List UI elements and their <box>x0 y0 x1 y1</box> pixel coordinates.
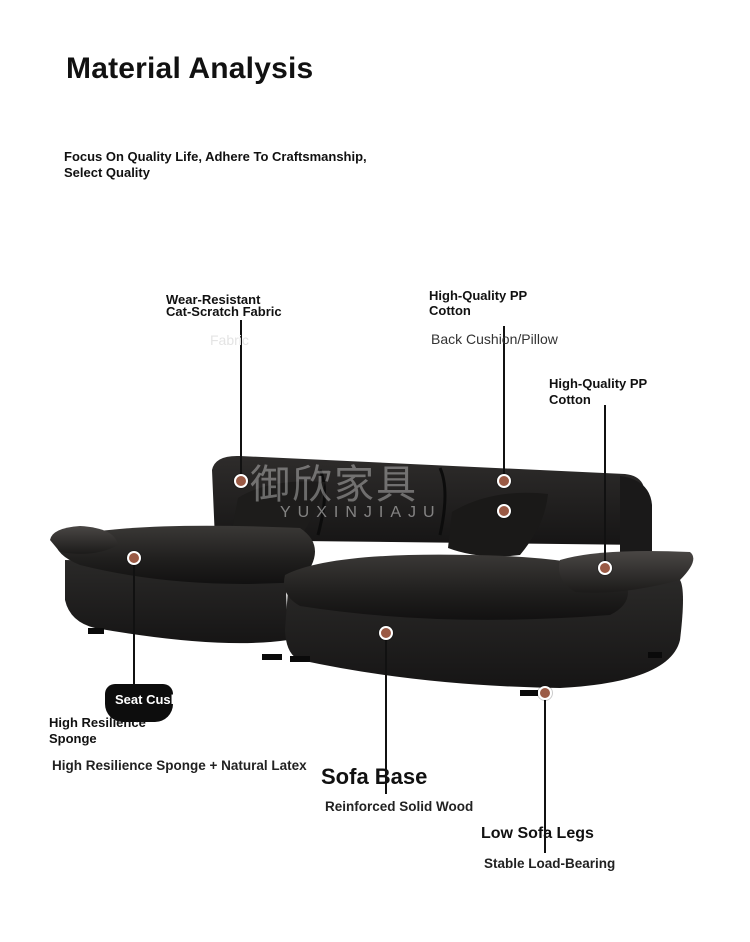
base-marker <box>379 626 393 640</box>
base-title: Sofa Base <box>321 764 428 789</box>
back-cushion-marker <box>497 474 511 488</box>
legs-marker <box>538 686 552 700</box>
seat-cushion-badge: Seat Cushion <box>105 684 173 722</box>
pillow-marker <box>497 504 511 518</box>
fabric-ghost-label: Fabric <box>210 332 249 348</box>
back-cushion-title-line2: Cotton <box>429 303 471 318</box>
legs-detail: Stable Load-Bearing <box>484 856 616 871</box>
seat-detail: High Resilience Sponge + Natural Latex <box>52 758 307 773</box>
seat-title-line1: High Resilience <box>49 715 146 730</box>
seat-marker <box>127 551 141 565</box>
page-title: Material Analysis <box>66 52 314 85</box>
armrest-title-line2: Cotton <box>549 392 591 407</box>
fabric-marker <box>234 474 248 488</box>
fabric-leader-line <box>240 320 242 482</box>
watermark-logo: 御欣家具 <box>250 463 418 507</box>
seat-leader-line <box>133 560 135 690</box>
back-cushion-leader-line <box>503 326 505 482</box>
seat-title-line2: Sponge <box>49 731 97 746</box>
armrest-title-line1: High-Quality PP <box>549 376 648 391</box>
fabric-title-line2: Cat-Scratch Fabric <box>166 304 282 319</box>
armrest-marker <box>598 561 612 575</box>
page-subtitle: Focus On Quality Life, Adhere To Craftsm… <box>64 149 367 180</box>
back-cushion-detail: Back Cushion/Pillow <box>431 331 558 347</box>
armrest-leader-line <box>604 405 606 569</box>
base-leader-line <box>385 634 387 794</box>
legs-leader-line <box>544 693 546 853</box>
back-cushion-title-line1: High-Quality PP <box>429 288 528 303</box>
fabric-title-line1: Wear-Resistant <box>166 292 261 307</box>
legs-title: Low Sofa Legs <box>481 825 594 842</box>
watermark-brand: YUXINJIAJU <box>280 504 442 521</box>
base-detail: Reinforced Solid Wood <box>325 799 474 814</box>
